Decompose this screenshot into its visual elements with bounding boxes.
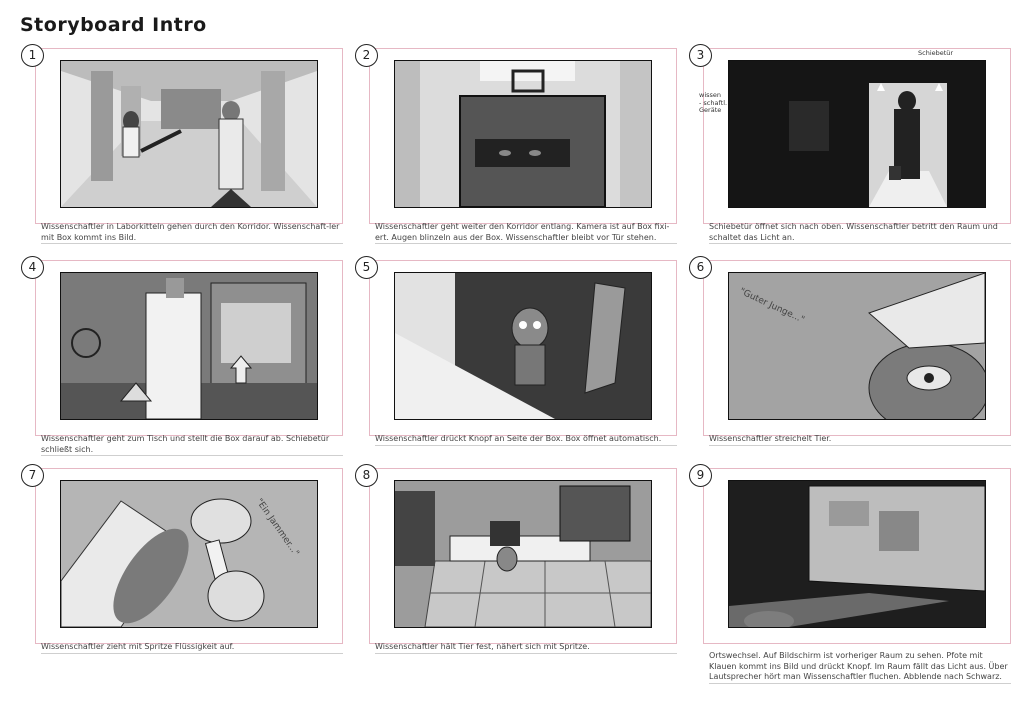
panel-frame	[703, 260, 1011, 436]
panel-caption: Wissenschaftler hält Tier fest, nähert s…	[375, 642, 677, 654]
panel-number: 7	[21, 464, 44, 487]
side-note-line: wissen	[699, 91, 722, 99]
panel-sketch-monitor	[728, 480, 986, 628]
panel-caption: Wissenschaftler geht zum Tisch und stell…	[41, 434, 343, 456]
side-note-line: - schaftl.	[699, 98, 728, 107]
storyboard-panel-9: 9 Ortswechsel. Auf Bildschirm ist vorher…	[689, 464, 1011, 684]
panel-sketch-lab-topdown	[394, 480, 652, 628]
door-label-annotation: Schiebetür	[918, 49, 954, 57]
panel-caption: Wissenschaftler in Laborkitteln gehen du…	[41, 222, 343, 244]
panel-number: 2	[355, 44, 378, 67]
caption-text: Wissenschaftler geht zum Tisch und stell…	[41, 434, 343, 456]
storyboard-panel-4: 4 Wissenschaftler geht zum Tisch und ste…	[21, 256, 343, 456]
panel-caption: Wissenschaftler streichelt Tier.	[709, 434, 1011, 446]
panel-sketch-petting: "Guter Junge..."	[728, 272, 986, 420]
panel-frame	[369, 260, 677, 436]
caption-text: Wissenschaftler geht weiter den Korridor…	[375, 222, 677, 244]
side-note-annotation: wissen - schaftl. Geräte	[699, 91, 728, 115]
side-note-line: Geräte	[699, 106, 722, 114]
storyboard-panel-2: 2 Wissenschaftler geht weiter den Korrid…	[355, 44, 677, 244]
panel-caption: Schiebetür öffnet sich nach oben. Wissen…	[709, 222, 1011, 244]
panel-frame	[369, 48, 677, 224]
panel-sketch-syringe: "Ein Jammer..."	[60, 480, 318, 628]
panel-sketch-creature	[394, 272, 652, 420]
panel-sketch-box	[394, 60, 652, 208]
caption-text: Wissenschaftler zieht mit Spritze Flüssi…	[41, 642, 343, 654]
storyboard-panel-7: 7 "Ein Jammer..." Wissenschaftler zieht …	[21, 464, 343, 654]
caption-text: Schiebetür öffnet sich nach oben. Wissen…	[709, 222, 1011, 244]
panel-frame	[369, 468, 677, 644]
storyboard-panel-3: 3 Schiebetür wissen - schaftl. Geräte Sc…	[689, 44, 1011, 244]
panel-frame	[35, 48, 343, 224]
page-title: Storyboard Intro	[20, 14, 207, 36]
panel-number: 3	[689, 44, 712, 67]
storyboard-panel-6: 6 "Guter Junge..." Wissenschaftler strei…	[689, 256, 1011, 446]
panel-number: 8	[355, 464, 378, 487]
panel-sketch-corridor	[60, 60, 318, 208]
panel-frame	[35, 260, 343, 436]
storyboard-panel-5: 5 Wissenschaftler drückt Knopf an Seite …	[355, 256, 677, 446]
panel-sketch-table	[60, 272, 318, 420]
panel-number: 1	[21, 44, 44, 67]
panel-number: 4	[21, 256, 44, 279]
caption-text: Wissenschaftler drückt Knopf an Seite de…	[375, 434, 677, 446]
panel-caption: Wissenschaftler geht weiter den Korridor…	[375, 222, 677, 244]
panel-number: 5	[355, 256, 378, 279]
storyboard-panel-8: 8 Wissenschaftler hält Tier fest, nähert…	[355, 464, 677, 654]
panel-frame	[703, 48, 1011, 224]
panel-caption: Wissenschaftler zieht mit Spritze Flüssi…	[41, 642, 343, 654]
panel-number: 6	[689, 256, 712, 279]
caption-text: Wissenschaftler in Laborkitteln gehen du…	[41, 222, 343, 244]
panel-frame	[703, 468, 1011, 644]
caption-text: Wissenschaftler streichelt Tier.	[709, 434, 1011, 446]
panel-caption: Wissenschaftler drückt Knopf an Seite de…	[375, 434, 677, 446]
panel-sketch-door	[728, 60, 986, 208]
panel-caption: Ortswechsel. Auf Bildschirm ist vorherig…	[709, 651, 1011, 684]
caption-text: Ortswechsel. Auf Bildschirm ist vorherig…	[709, 651, 1011, 684]
panel-frame	[35, 468, 343, 644]
storyboard-panel-1: 1 Wissenschaftler in Laborkitteln gehen …	[21, 44, 343, 244]
caption-text: Wissenschaftler hält Tier fest, nähert s…	[375, 642, 677, 654]
panel-number: 9	[689, 464, 712, 487]
